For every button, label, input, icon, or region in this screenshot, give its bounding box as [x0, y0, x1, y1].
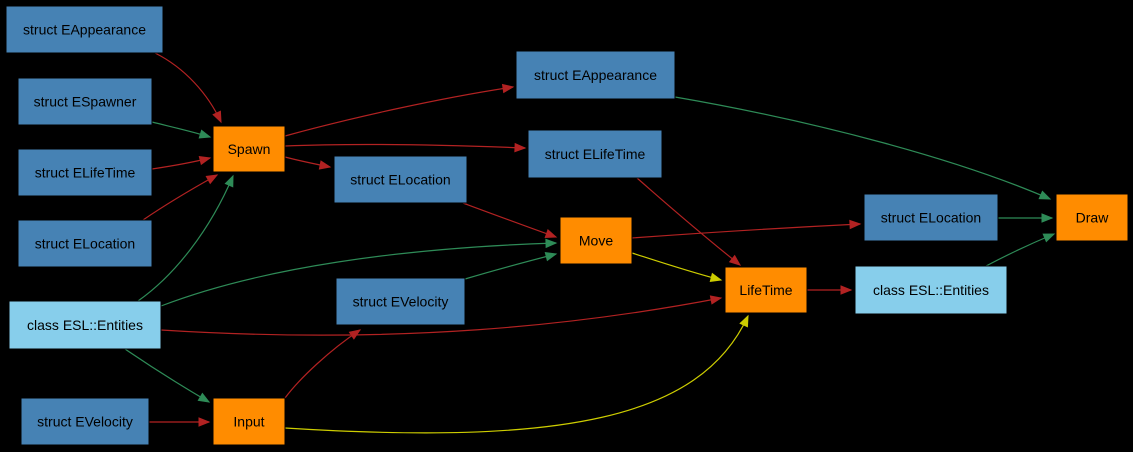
arrowhead-evelocity_mid [348, 329, 362, 340]
component-box [333, 155, 468, 204]
node-label: struct ELocation [35, 236, 135, 252]
arrowhead-eappearance_mid [501, 83, 515, 94]
arrowhead-spawn [224, 174, 234, 188]
edge-input-to-lifetime [284, 315, 749, 434]
arrowhead-input [198, 417, 211, 427]
arrowhead-draw [1042, 233, 1056, 243]
edges-layer [124, 52, 1056, 434]
edge-eappearance_in-to-spawn [154, 52, 222, 123]
component-box [335, 277, 466, 326]
entities-box [854, 265, 1008, 315]
arrowhead-spawn [212, 110, 222, 124]
entities-box [8, 300, 162, 350]
component-box [515, 50, 676, 100]
arrowhead-elifetime_mid [514, 142, 527, 153]
arrowhead-lifetime [709, 272, 723, 282]
node-label: struct EVelocity [353, 294, 449, 310]
arrowhead-move [545, 238, 558, 249]
edge-eappearance_mid-to-draw [674, 96, 1051, 200]
node-elifetime-mid: struct ELifeTime [527, 129, 663, 179]
edge-move-to-lifetime [631, 252, 722, 281]
arrowhead-lifetime [728, 254, 742, 266]
edge-entities_in-to-move [160, 242, 557, 307]
node-label: struct ELocation [350, 172, 450, 188]
edge-evelocity_mid-to-move [464, 253, 557, 280]
node-entities-out: class ESL::Entities [854, 265, 1008, 315]
node-eappearance-mid: struct EAppearance [515, 50, 676, 100]
edge-spawn-to-elifetime_mid [284, 143, 526, 149]
node-label: class ESL::Entities [27, 317, 143, 333]
node-label: struct EAppearance [23, 22, 146, 38]
node-elocation-mid: struct ELocation [333, 155, 468, 204]
arrowhead-move [544, 252, 558, 262]
node-label: LifeTime [739, 282, 792, 298]
edge-spawn-to-eappearance_mid [284, 86, 514, 137]
arrowhead-entities_out [840, 285, 853, 295]
arrowhead-lifetime [739, 314, 749, 328]
edge-elocation_in-to-spawn [142, 174, 218, 221]
arrowhead-input [197, 392, 211, 403]
component-box [5, 5, 164, 54]
arrowhead-lifetime [709, 295, 723, 305]
node-label: Move [579, 233, 613, 249]
node-spawn: Spawn [212, 125, 286, 173]
node-draw: Draw [1055, 193, 1129, 242]
system-box [724, 266, 808, 314]
component-box [20, 397, 150, 446]
nodes-layer: struct EAppearance struct ESpawner struct … [5, 5, 1129, 446]
node-lifetime: LifeTime [724, 266, 808, 314]
system-box [1055, 193, 1129, 242]
node-espawner: struct ESpawner [17, 77, 153, 126]
arrowhead-spawn [198, 129, 212, 139]
node-label: struct ELifeTime [35, 165, 136, 181]
node-elifetime-in: struct ELifeTime [17, 148, 153, 197]
node-eappearance-in: struct EAppearance [5, 5, 164, 54]
component-box [17, 77, 153, 126]
node-label: struct EAppearance [534, 67, 657, 83]
arrowhead-move [544, 229, 558, 238]
edge-elifetime_mid-to-lifetime [636, 177, 741, 266]
edge-entities_in-to-spawn [137, 175, 234, 302]
node-label: struct ELocation [881, 210, 981, 226]
node-label: struct ESpawner [34, 94, 137, 110]
node-input: Input [212, 397, 286, 446]
arrowhead-spawn [205, 174, 219, 185]
arrowhead-elocation_mid [318, 160, 332, 170]
component-box [527, 129, 663, 179]
edge-entities_in-to-lifetime [160, 297, 722, 336]
edge-entities_in-to-input [124, 348, 210, 403]
arrowhead-draw [1041, 213, 1054, 223]
edge-elocation_mid-to-move [462, 202, 557, 238]
node-label: Input [233, 414, 264, 430]
node-elocation-out: struct ELocation [863, 193, 999, 242]
system-box [212, 397, 286, 446]
node-move: Move [559, 216, 633, 265]
arrowhead-elocation_out [849, 219, 862, 230]
component-box [17, 219, 153, 268]
node-label: Spawn [228, 141, 271, 157]
arrowhead-draw [1038, 190, 1052, 200]
node-evelocity-in: struct EVelocity [20, 397, 150, 446]
arrowhead-spawn [198, 155, 212, 166]
node-label: class ESL::Entities [873, 282, 989, 298]
node-label: Draw [1076, 210, 1110, 226]
component-box [863, 193, 999, 242]
node-label: struct EVelocity [37, 414, 133, 430]
edge-input-to-evelocity_mid [284, 329, 361, 399]
node-label: struct ELifeTime [545, 146, 646, 162]
system-box [212, 125, 286, 173]
node-entities-in: class ESL::Entities [8, 300, 162, 350]
edge-move-to-elocation_out [631, 223, 861, 239]
node-elocation-in: struct ELocation [17, 219, 153, 268]
system-box [559, 216, 633, 265]
node-evelocity-mid: struct EVelocity [335, 277, 466, 326]
component-box [17, 148, 153, 197]
